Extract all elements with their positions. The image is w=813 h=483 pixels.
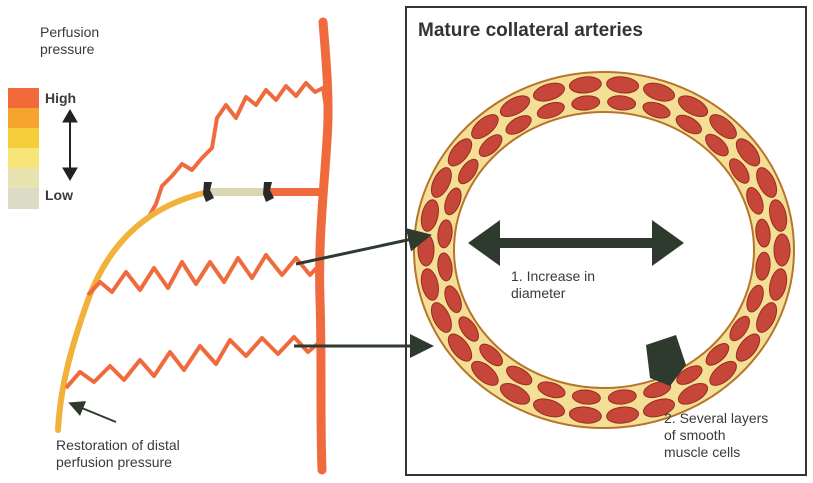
diameter-label: 1. Increase in diameter (511, 268, 595, 302)
diameter-label-line: 1. Increase in (511, 268, 595, 285)
diameter-label-line: diameter (511, 285, 595, 302)
layers-label-line: of smooth (664, 427, 768, 444)
layers-label: 2. Several layers of smooth muscle cells (664, 410, 768, 461)
diameter-double-arrow (468, 220, 684, 266)
layers-label-line: 2. Several layers (664, 410, 768, 427)
restored-vessel (58, 192, 208, 430)
pointer-arrow-upper (296, 236, 426, 264)
artery-cross-section (414, 72, 794, 428)
smooth-muscle-cell (774, 234, 790, 266)
layers-label-line: muscle cells (664, 444, 768, 461)
vessel-wall (414, 72, 794, 428)
smooth-muscle-cell (418, 234, 434, 266)
collateral-vessel-middle (88, 255, 322, 295)
caption-pointer-arrow (72, 404, 116, 422)
collateral-vessel-upper (148, 83, 328, 218)
collateral-vessel-lower (66, 337, 322, 388)
